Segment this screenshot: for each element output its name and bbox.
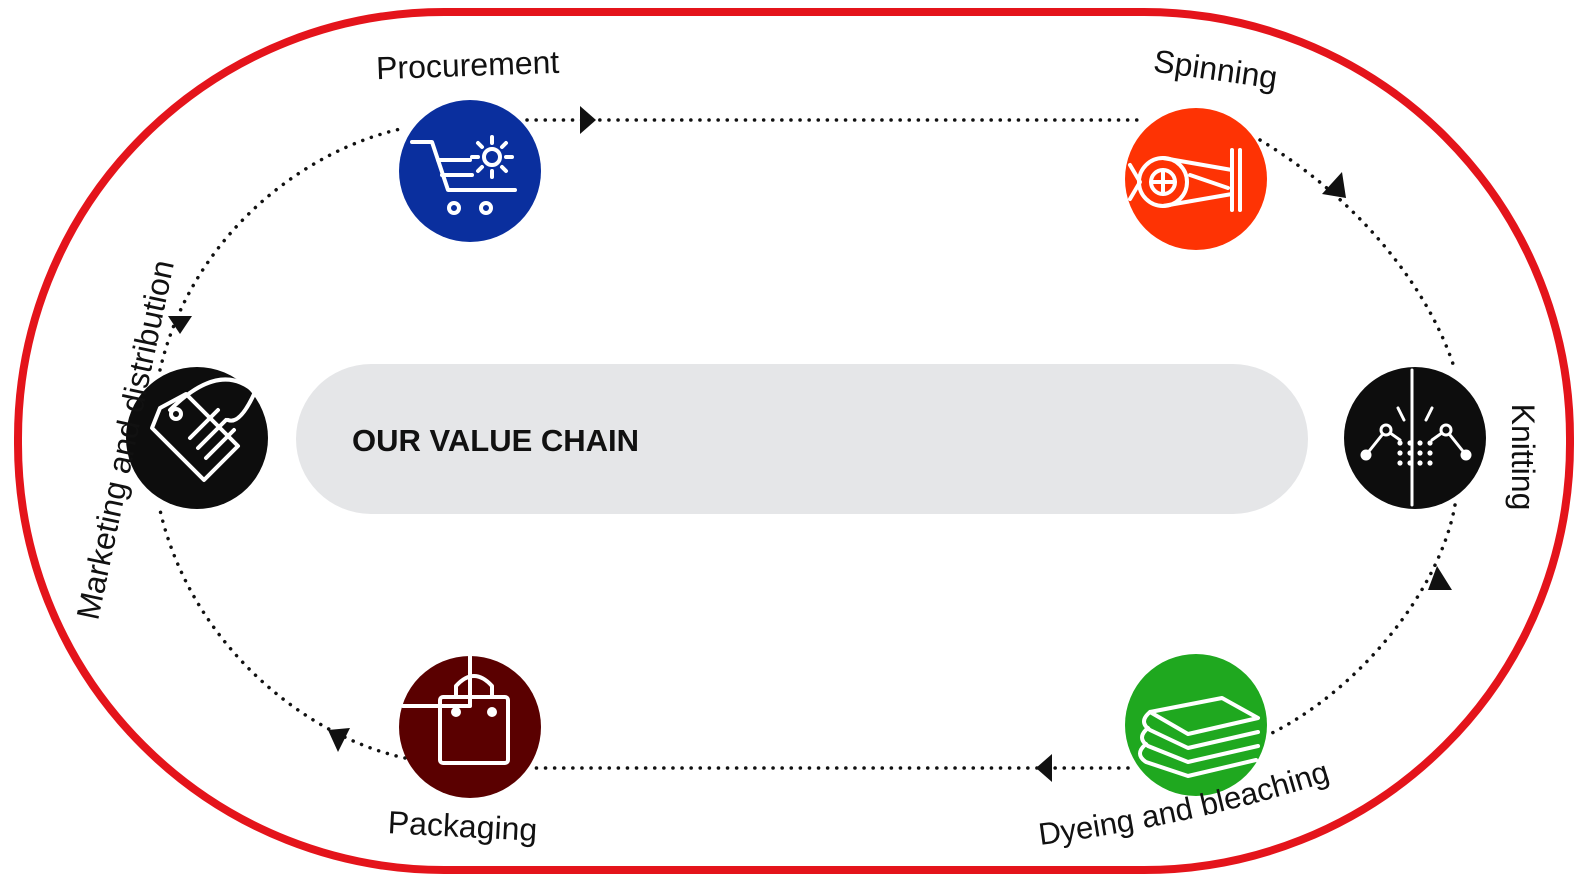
connector-marketing-procurement: [158, 126, 407, 372]
stage-procurement: Procurement: [375, 44, 560, 242]
arrow-to-spinning: [580, 106, 596, 134]
price-tag-icon: [150, 377, 257, 482]
folded-fabric-stack-icon: [1138, 696, 1260, 778]
connector-knitting-dyeing: [1266, 503, 1457, 737]
stage-marketing: Marketing and distribution: [70, 257, 268, 623]
spinning-machine-icon: [1128, 148, 1242, 212]
arrow-to-procurement: [168, 316, 192, 334]
stage-spinning: Spinning: [1125, 43, 1280, 250]
knitting-needles-icon: [1360, 368, 1472, 507]
stage-dyeing: Dyeing and bleaching: [1036, 654, 1333, 852]
packaging-label: Packaging: [387, 804, 538, 848]
knitting-circle: [1344, 367, 1486, 509]
stage-knitting: Knitting: [1344, 367, 1541, 510]
knitting-label: Knitting: [1505, 404, 1541, 511]
outer-border: [14, 8, 1574, 874]
procurement-circle: [399, 100, 541, 242]
dyeing-circle: [1125, 654, 1267, 796]
spinning-label: Spinning: [1151, 43, 1279, 96]
knit-stitch-dots: [1397, 440, 1433, 466]
connector-spinning-knitting: [1258, 138, 1457, 372]
shopping-cart-gear-icon: [410, 135, 517, 215]
arrowheads: [168, 106, 1452, 782]
arrow-to-dyeing: [1428, 566, 1452, 590]
connector-group: [158, 118, 1457, 770]
shopping-bag-icon: [401, 654, 510, 765]
procurement-label: Procurement: [375, 44, 559, 86]
arrow-to-marketing: [328, 728, 350, 752]
arrow-to-packaging: [1036, 754, 1052, 782]
center-label: OUR VALUE CHAIN: [352, 423, 639, 458]
marketing-circle: [126, 367, 268, 509]
arrow-to-knitting: [1322, 172, 1346, 198]
center-pill: [296, 364, 1308, 514]
stage-packaging: Packaging: [387, 654, 541, 848]
connector-packaging-marketing: [158, 508, 407, 760]
